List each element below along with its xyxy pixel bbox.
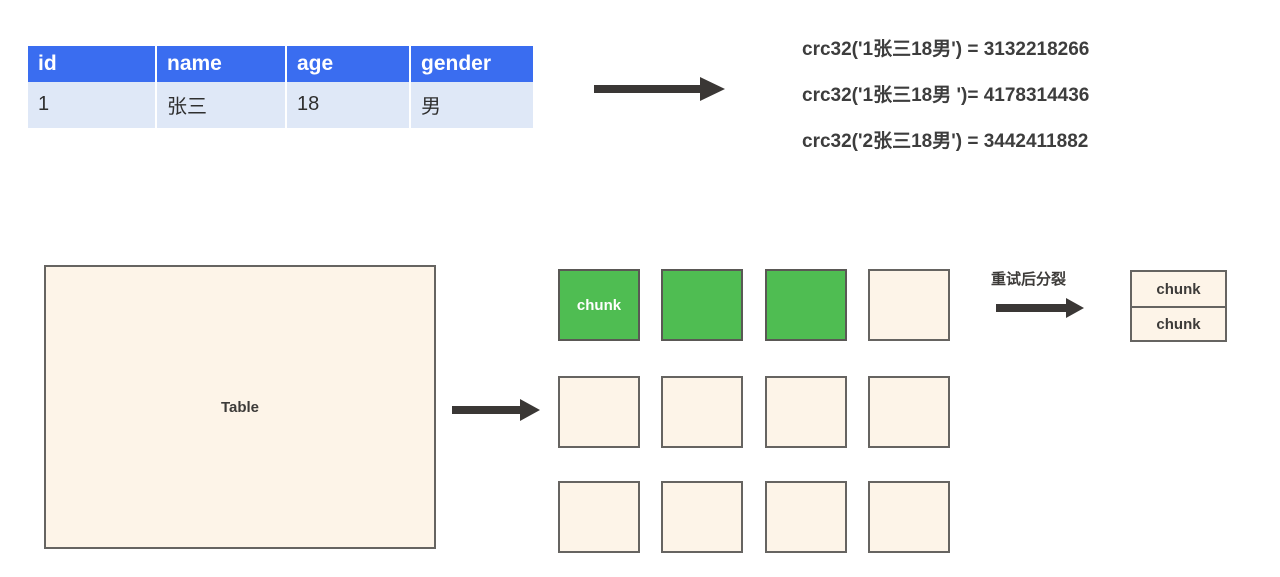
- table-box: Table: [44, 265, 436, 549]
- column-header-gender: gender: [410, 46, 533, 82]
- split-chunk-cell-2: chunk: [1132, 306, 1225, 340]
- table-row: 1 张三 18 男: [28, 82, 533, 128]
- chunk-cell-r1c3: [765, 269, 847, 341]
- split-result-box: chunk chunk: [1130, 270, 1227, 342]
- crc-results: crc32('1张三18男') = 3132218266 crc32('1张三1…: [802, 27, 1262, 165]
- crc-line-3: crc32('2张三18男') = 3442411882: [802, 131, 1089, 152]
- column-header-id: id: [28, 46, 157, 82]
- chunk-cell-r3c4: [868, 481, 950, 553]
- crc-line-1: crc32('1张三18男') = 3132218266: [802, 39, 1090, 60]
- chunk-cell-r1c4: [868, 269, 950, 341]
- chunk-cell-r2c1: [558, 376, 640, 448]
- chunk-cell-r3c3: [765, 481, 847, 553]
- column-header-name: name: [156, 46, 287, 82]
- table-to-crc-arrow-icon: [592, 74, 728, 104]
- chunk-cell-r1c2: [661, 269, 743, 341]
- cell-gender: 男: [410, 82, 533, 128]
- cell-id: 1: [28, 82, 157, 128]
- retry-split-arrow-icon: [994, 297, 1086, 319]
- split-chunk-cell-1: chunk: [1156, 280, 1201, 298]
- crc-line-2: crc32('1张三18男 ')= 4178314436: [802, 85, 1090, 106]
- retry-split-label: 重试后分裂: [991, 271, 1067, 288]
- chunk-cell-r1c1: chunk: [558, 269, 640, 341]
- chunk-cell-r2c4: [868, 376, 950, 448]
- chunk-cell-r3c1: [558, 481, 640, 553]
- table-to-chunks-arrow-icon: [450, 397, 542, 423]
- table-box-label: Table: [220, 398, 260, 416]
- chunk-grid: chunk: [558, 269, 950, 553]
- column-header-age: age: [286, 46, 411, 82]
- chunk-cell-r2c3: [765, 376, 847, 448]
- chunk-cell-r3c2: [661, 481, 743, 553]
- table-header-row: id name age gender: [28, 46, 533, 82]
- chunk-cell-r2c2: [661, 376, 743, 448]
- cell-age: 18: [286, 82, 411, 128]
- record-table: id name age gender 1 张三 18 男: [28, 46, 533, 128]
- cell-name: 张三: [156, 82, 287, 128]
